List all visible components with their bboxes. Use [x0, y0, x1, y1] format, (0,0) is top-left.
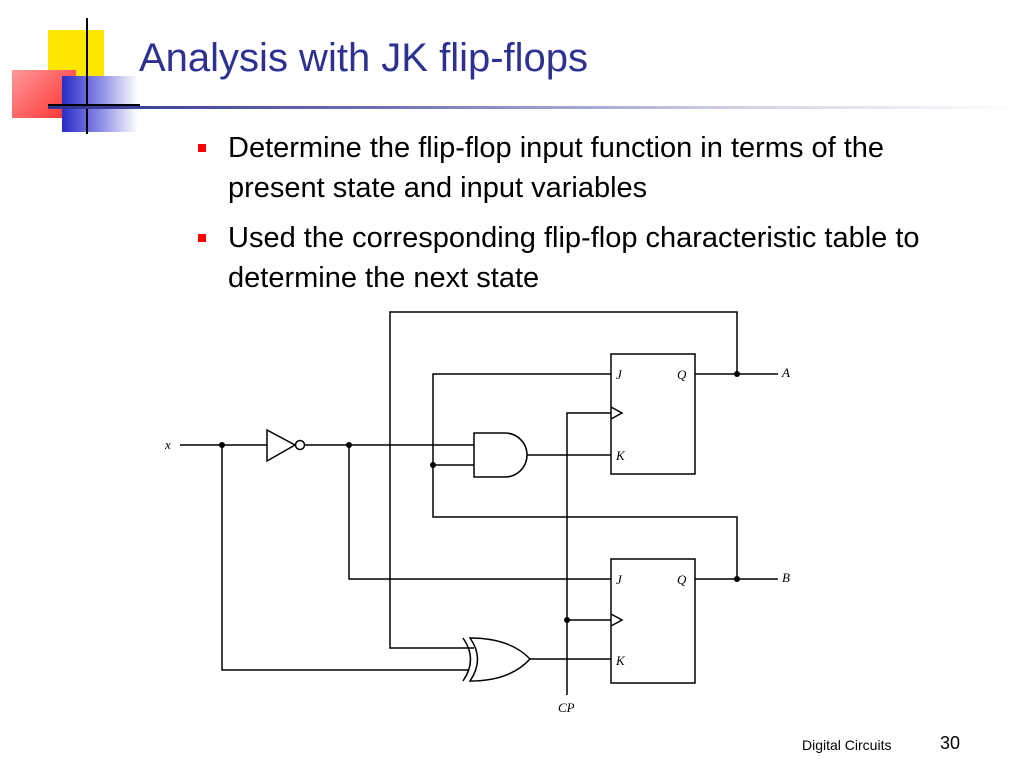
input-x-label: x — [164, 437, 171, 452]
bullet-item: Used the corresponding flip-flop charact… — [196, 218, 956, 298]
junction-dot — [219, 442, 225, 448]
not-gate — [266, 428, 297, 463]
b-feedback-wire — [432, 373, 738, 579]
flip-flop-a-box — [610, 353, 696, 475]
square-bullet-icon — [198, 144, 206, 152]
junction-dot — [346, 442, 352, 448]
bullet-item: Determine the flip-flop input function i… — [196, 128, 956, 208]
clock-wire — [566, 412, 611, 695]
and-gate — [473, 432, 528, 478]
bullet-list: Determine the flip-flop input function i… — [196, 128, 956, 308]
title-underline — [48, 106, 1024, 109]
deco-horizontal-line — [48, 104, 140, 106]
output-b-label: B — [782, 570, 790, 585]
page-number: 30 — [940, 733, 961, 753]
ff-b-k-label: K — [615, 653, 626, 668]
footer-text: Digital Circuits — [802, 737, 892, 753]
junction-dot — [430, 462, 436, 468]
flip-flop-b-box — [610, 558, 696, 684]
x-to-xor-wire — [221, 445, 468, 671]
slide-title: Analysis with JK flip-flops — [139, 36, 589, 80]
ff-b-j-label: J — [616, 572, 623, 587]
xor-gate — [468, 637, 532, 682]
output-a-label: A — [781, 365, 790, 380]
junction-dot — [734, 576, 740, 582]
ff-a-j-label: J — [616, 367, 623, 382]
a-feedback-wire — [389, 311, 738, 649]
clock-triangle-a — [610, 406, 624, 420]
junction-dot — [734, 371, 740, 377]
not-gate-bubble — [294, 439, 306, 451]
bullet-text: Used the corresponding flip-flop charact… — [228, 222, 920, 294]
square-bullet-icon — [198, 234, 206, 242]
xor-gate-input-arc — [462, 637, 472, 682]
ff-a-q-label: Q — [677, 367, 687, 382]
deco-vertical-line — [86, 18, 88, 134]
ff-a-k-label: K — [615, 448, 626, 463]
junction-dot — [564, 617, 570, 623]
ff-b-q-label: Q — [677, 572, 687, 587]
bullet-text: Determine the flip-flop input function i… — [228, 132, 885, 204]
clock-triangle-b — [610, 613, 624, 627]
corner-decoration — [0, 0, 160, 140]
clock-cp-label: CP — [558, 700, 575, 715]
x-complement-to-jb-wire — [348, 445, 611, 580]
